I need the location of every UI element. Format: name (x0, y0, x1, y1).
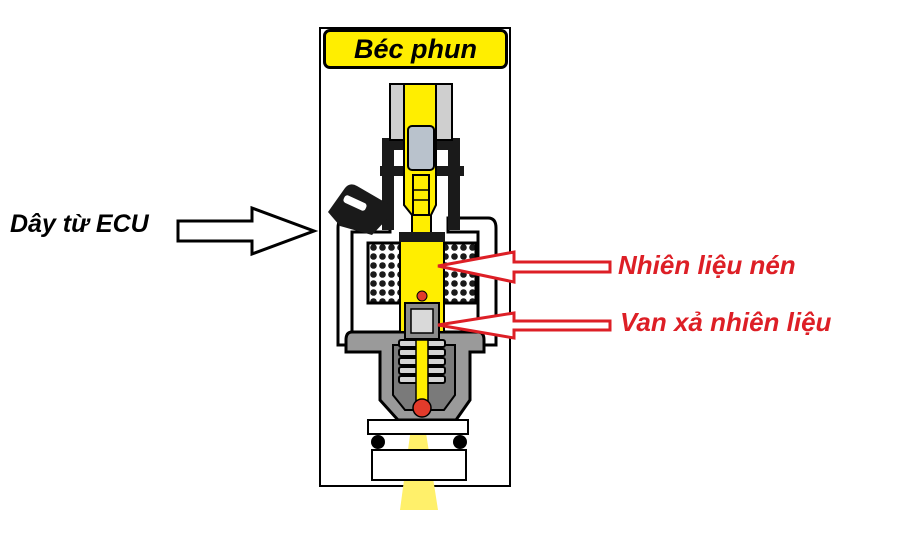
diagram-title: Béc phun (353, 33, 477, 64)
o-ring-right (453, 435, 467, 449)
valve-ball-top (416, 290, 428, 302)
inlet-filter (407, 125, 435, 171)
valve-needle (415, 339, 429, 403)
release-valve-label: Van xả nhiên liệu (620, 307, 832, 337)
o-ring-left (371, 435, 385, 449)
fuel-arrow-icon (437, 250, 612, 284)
bottom-collar (371, 449, 467, 481)
housing-outline (446, 216, 498, 347)
lower-seat (367, 419, 469, 435)
ecu-arrow-icon (176, 205, 319, 257)
coil-left (366, 241, 403, 305)
valve-arrow-icon (437, 311, 612, 340)
needle-ball (412, 398, 432, 418)
core-stop (399, 232, 445, 242)
ecu-wire-label: Dây từ ECU (10, 210, 149, 238)
wire-connector (328, 184, 388, 235)
plunger-rod (412, 174, 430, 216)
title-banner: Béc phun (323, 29, 508, 69)
inlet-collar (382, 138, 460, 230)
compressed-fuel-label: Nhiên liệu nén (618, 250, 796, 280)
